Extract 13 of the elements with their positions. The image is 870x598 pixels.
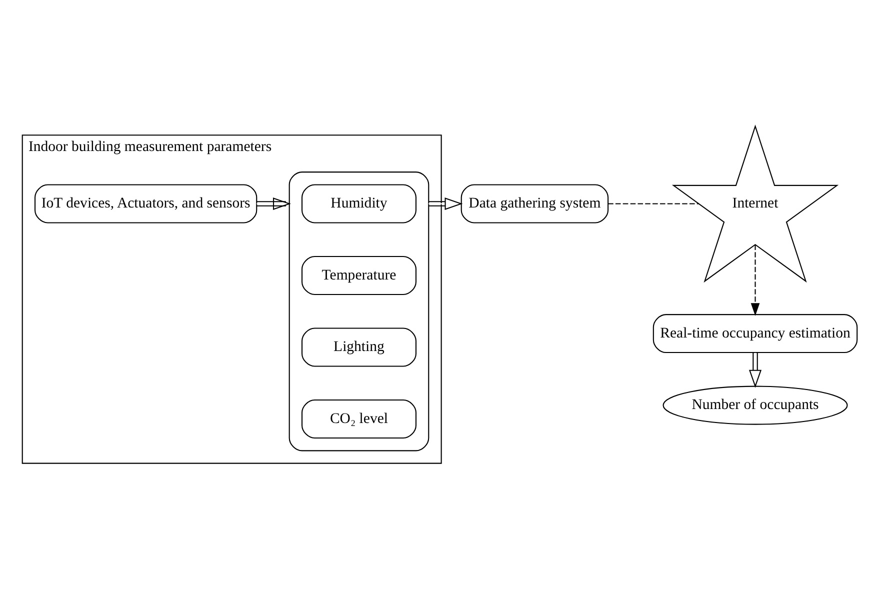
node-box: Real-time occupancy estimation (652, 314, 858, 354)
cluster (288, 172, 429, 452)
connector (608, 203, 698, 204)
node-box: Humidity (300, 184, 416, 224)
node-ellipse: Number of occupants (662, 386, 848, 425)
node-box: Temperature (300, 256, 416, 296)
node-box: Data gathering system (460, 184, 608, 224)
node-box: CO₂ level (300, 400, 416, 439)
node-box: Lighting (300, 328, 416, 367)
arrow (256, 197, 290, 210)
arrow (428, 197, 462, 210)
arrow (748, 352, 762, 388)
node-box: IoT devices, Actuators, and sensors (34, 184, 257, 224)
